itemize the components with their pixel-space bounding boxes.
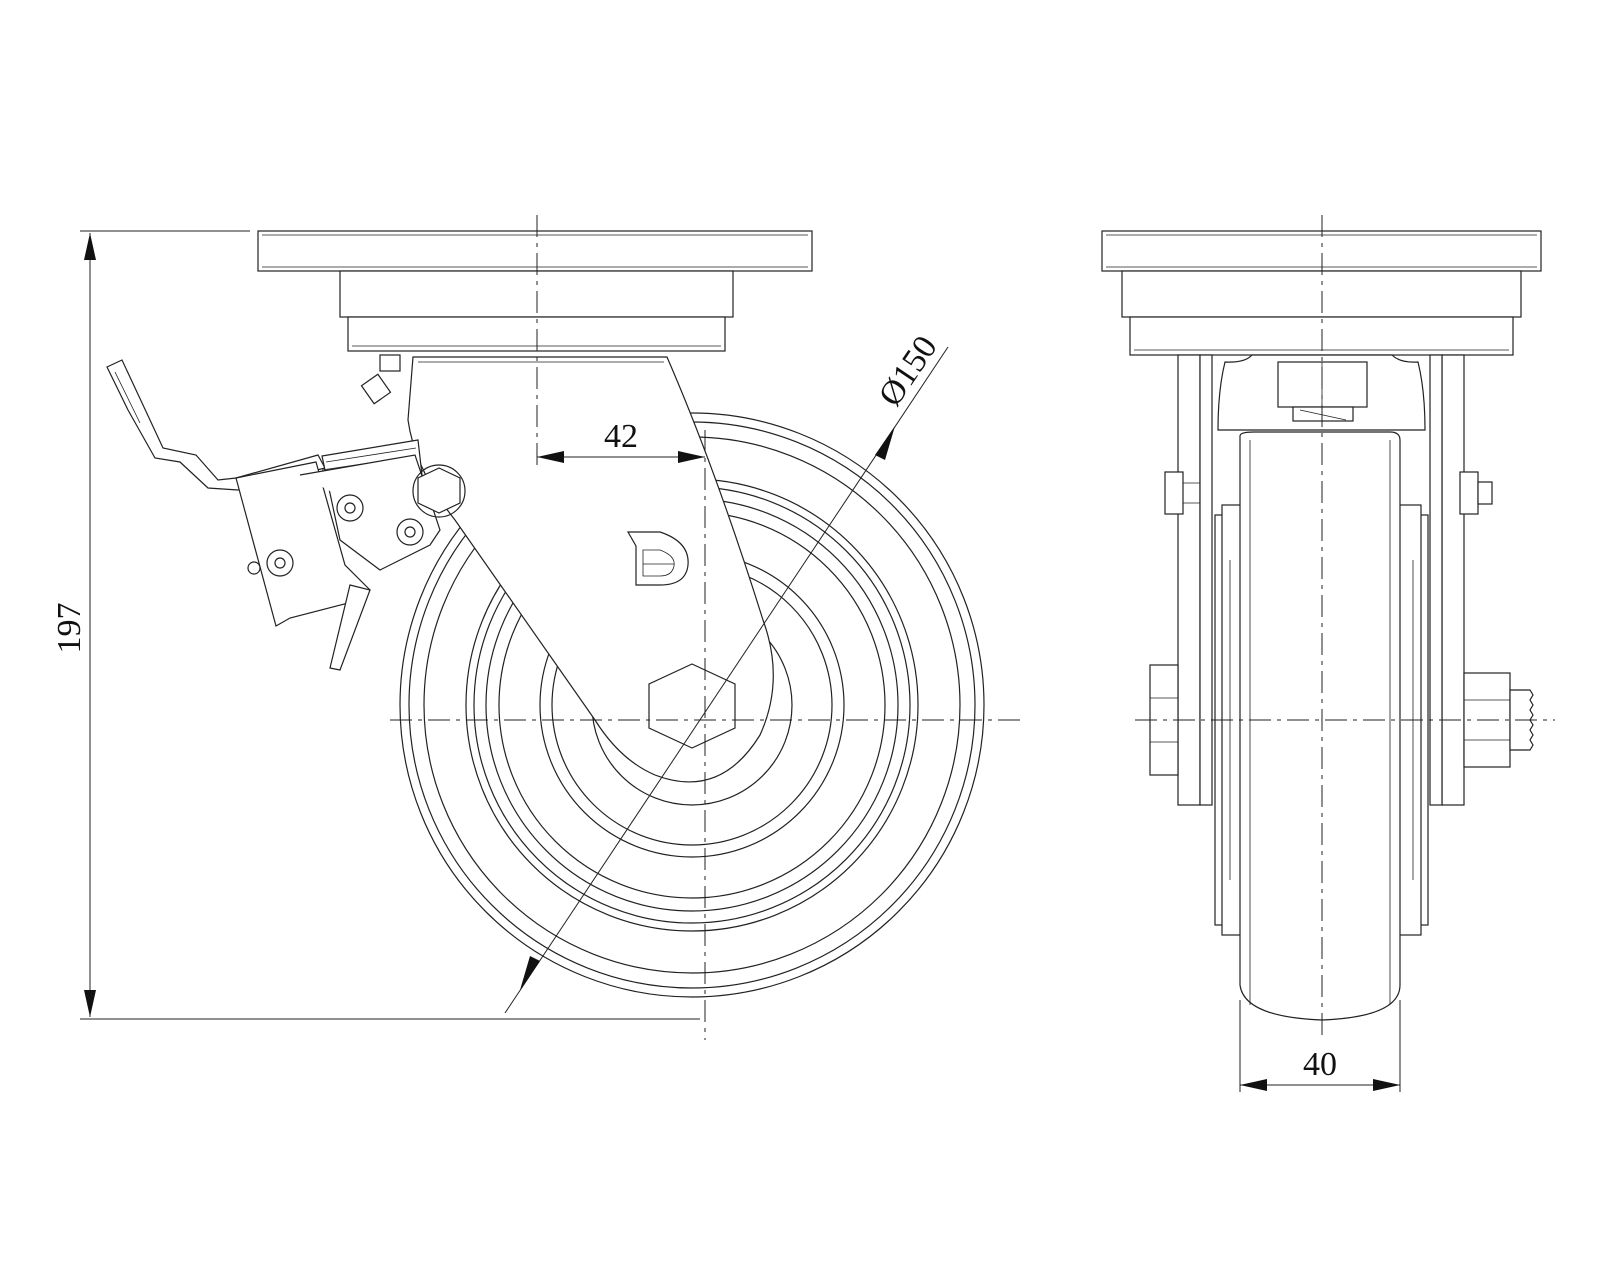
width-dimension-label: 40	[1303, 1046, 1337, 1083]
dimension-wheel-width: 40	[1239, 1000, 1401, 1092]
height-dimension-label: 197	[51, 603, 88, 654]
front-view	[1101, 215, 1555, 1035]
brand-logo-icon	[626, 531, 689, 586]
diameter-dimension-label: Ø150	[872, 329, 945, 412]
front-view-fork	[1177, 354, 1465, 806]
dimension-offset: 42	[537, 418, 705, 463]
dimension-overall-height: 197	[51, 230, 700, 1020]
offset-dimension-label: 42	[604, 418, 638, 455]
front-view-brake-bolts	[1164, 471, 1493, 515]
brake-assembly	[106, 354, 466, 671]
side-view-axle-nut	[648, 663, 736, 749]
side-view	[106, 215, 1023, 1040]
side-view-top-plate	[257, 230, 813, 352]
